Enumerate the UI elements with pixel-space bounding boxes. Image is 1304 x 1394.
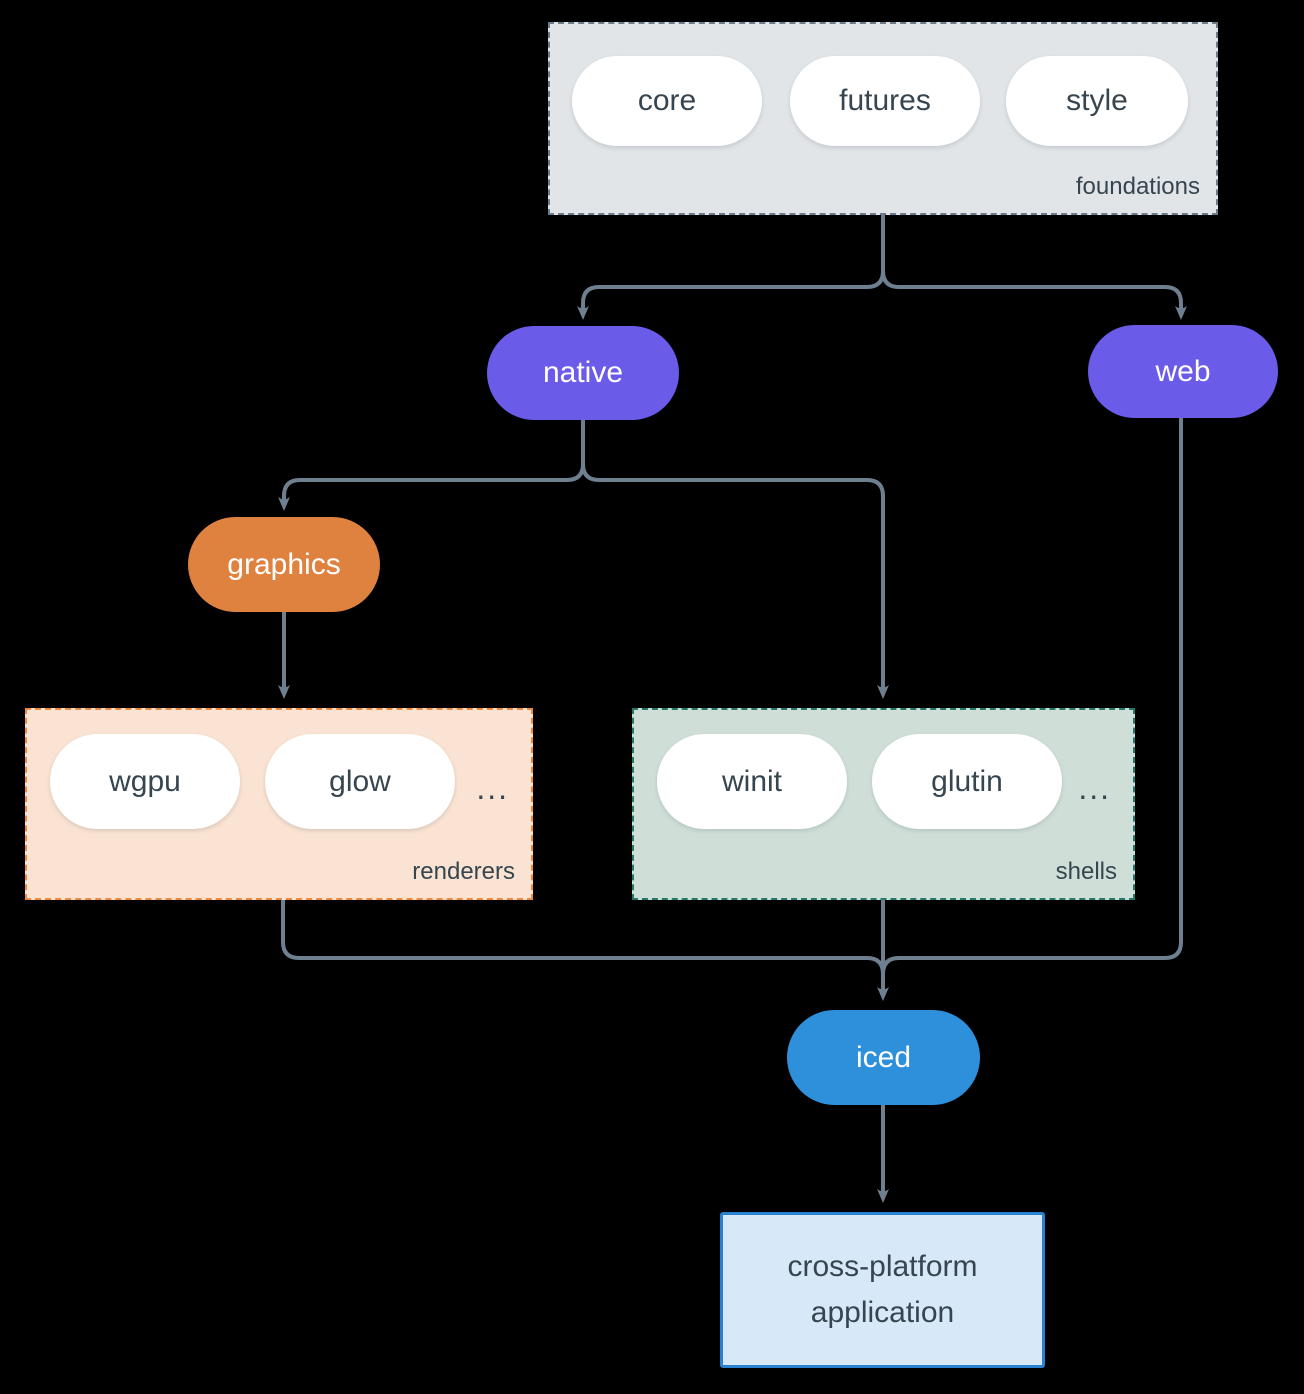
node-wgpu-label: wgpu bbox=[109, 764, 181, 798]
node-web-label: web bbox=[1155, 354, 1211, 388]
node-core: core bbox=[572, 56, 762, 146]
group-renderers: wgpu glow ... renderers bbox=[25, 708, 533, 900]
node-style-label: style bbox=[1066, 84, 1128, 117]
group-shells: winit glutin ... shells bbox=[632, 708, 1135, 900]
shells-ellipsis: ... bbox=[1078, 770, 1111, 806]
node-cross-platform-application: cross-platform application bbox=[720, 1212, 1045, 1368]
node-native-label: native bbox=[542, 356, 624, 389]
node-winit: winit bbox=[657, 734, 847, 829]
node-futures: futures bbox=[790, 56, 980, 146]
edge-native-graphics bbox=[278, 462, 585, 511]
node-native: native bbox=[487, 326, 679, 420]
group-renderers-label: renderers bbox=[412, 858, 515, 885]
group-foundations-label: foundations bbox=[1075, 173, 1200, 200]
edge-foundations-web bbox=[881, 269, 1187, 320]
group-foundations: core futures style foundations bbox=[548, 22, 1218, 215]
node-wgpu: wgpu bbox=[50, 734, 240, 829]
node-iced: iced bbox=[787, 1010, 980, 1105]
node-style: style bbox=[1006, 56, 1188, 146]
node-glow-label: glow bbox=[329, 764, 391, 798]
node-graphics-label: graphics bbox=[227, 547, 341, 581]
node-iced-label: iced bbox=[855, 1040, 912, 1074]
group-shells-label: shells bbox=[1055, 858, 1117, 885]
edge-renderers-merge bbox=[281, 898, 885, 976]
renderers-ellipsis: ... bbox=[476, 770, 509, 806]
node-futures-label: futures bbox=[839, 84, 931, 117]
edge-native-shells bbox=[581, 462, 889, 699]
node-glow: glow bbox=[265, 734, 455, 829]
edge-foundations-native bbox=[577, 269, 885, 320]
node-core-label: core bbox=[637, 84, 697, 117]
app-label-line2: application bbox=[810, 1296, 955, 1329]
node-winit-label: winit bbox=[721, 764, 782, 798]
node-graphics: graphics bbox=[188, 517, 380, 612]
node-glutin: glutin bbox=[872, 734, 1062, 829]
node-glutin-label: glutin bbox=[931, 764, 1003, 798]
app-label-line1: cross-platform bbox=[787, 1249, 978, 1283]
node-web: web bbox=[1088, 325, 1278, 418]
